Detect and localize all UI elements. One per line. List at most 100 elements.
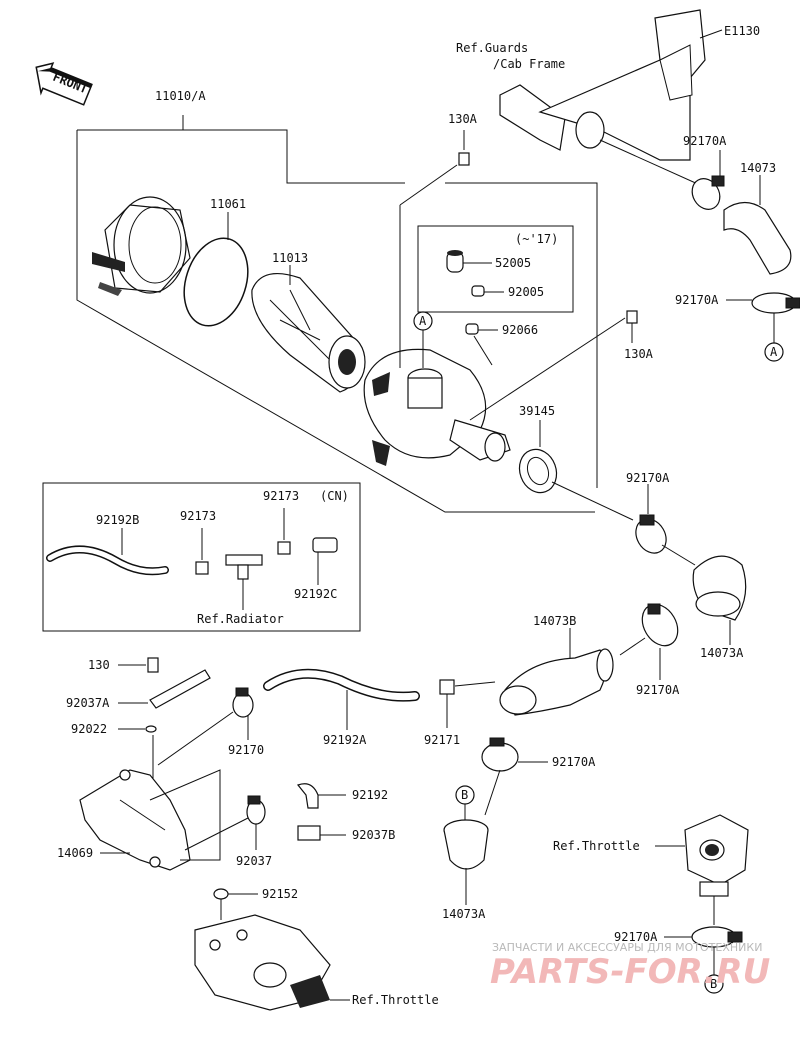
label-92037: 92037 bbox=[236, 854, 272, 868]
label-130: 130 bbox=[88, 658, 110, 672]
leader-92066-to-housing bbox=[473, 335, 493, 366]
throttle-body-bottom bbox=[194, 914, 331, 1011]
year-note: (~'17) bbox=[515, 232, 558, 246]
washer-92022 bbox=[145, 725, 157, 733]
label-14073: 14073 bbox=[740, 161, 776, 175]
leader-39145-out bbox=[551, 481, 634, 521]
clamp-92170A-5 bbox=[481, 737, 519, 772]
leader-frame-to-clamp bbox=[599, 139, 701, 186]
label-92170A-4: 92170A bbox=[636, 683, 680, 697]
hose-14073B bbox=[499, 648, 614, 716]
part-92066-shape bbox=[465, 323, 479, 335]
watermark-tagline: ЗАПЧАСТИ И АКСЕССУАРЫ ДЛЯ МОТОТЕХНИКИ bbox=[492, 941, 762, 954]
air-cleaner-housing bbox=[363, 348, 511, 466]
tee-fitting bbox=[225, 554, 263, 580]
cn-box bbox=[42, 482, 361, 632]
label-11010A: 11010/A bbox=[155, 89, 206, 103]
bolt-130A-right bbox=[626, 310, 638, 324]
leader-clamp5-down bbox=[484, 769, 501, 816]
label-92192: 92192 bbox=[352, 788, 388, 802]
leader-92037-diag bbox=[184, 817, 249, 851]
washer-92152 bbox=[213, 888, 229, 900]
label-11013: 11013 bbox=[272, 251, 308, 265]
frame-code-e1130: E1130 bbox=[724, 24, 760, 38]
label-92170A-3: 92170A bbox=[626, 471, 670, 485]
label-92171: 92171 bbox=[424, 733, 460, 747]
label-92037A: 92037A bbox=[66, 696, 110, 710]
label-92066: 92066 bbox=[502, 323, 538, 337]
bolt-130A-top bbox=[458, 152, 470, 166]
hose-14073 bbox=[723, 201, 792, 275]
air-cleaner-cap bbox=[92, 196, 191, 296]
label-92192C: 92192C bbox=[294, 587, 337, 601]
label-92173-b: 92173 bbox=[263, 489, 299, 503]
front-arrow-icon bbox=[35, 62, 93, 106]
clip-92037 bbox=[246, 795, 266, 825]
ref-throttle-right: Ref.Throttle bbox=[553, 839, 640, 853]
part-52005-shape bbox=[446, 250, 464, 273]
leader-92171-to-hose bbox=[454, 681, 496, 687]
marker-b-right bbox=[704, 974, 724, 994]
clamp-92170A-2 bbox=[751, 292, 800, 314]
label-11061: 11061 bbox=[210, 197, 246, 211]
leader-130A-right-diag bbox=[469, 317, 626, 421]
filter-element-11013 bbox=[251, 272, 366, 393]
clamp-92173-b bbox=[277, 541, 291, 555]
o-ring-11061 bbox=[183, 237, 249, 327]
watermark-brand: PARTS-FOR.RU bbox=[490, 952, 770, 992]
leader-130A-top-diag bbox=[399, 164, 458, 206]
label-14073A-bottom: 14073A bbox=[442, 907, 486, 921]
label-92005: 92005 bbox=[508, 285, 544, 299]
clamp-92170A-top bbox=[691, 175, 725, 210]
ref-throttle-bottom: Ref.Throttle bbox=[352, 993, 439, 1007]
leader-clamp4-to-hose bbox=[619, 637, 646, 656]
ref-radiator: Ref.Radiator bbox=[197, 612, 284, 626]
label-14073A-right: 14073A bbox=[700, 646, 744, 660]
marker-a-right bbox=[764, 342, 784, 362]
label-92170A-5: 92170A bbox=[552, 755, 596, 769]
hose-14073A-right bbox=[692, 555, 747, 621]
label-92037B: 92037B bbox=[352, 828, 395, 842]
label-14069: 14069 bbox=[57, 846, 93, 860]
label-92170A-2: 92170A bbox=[675, 293, 719, 307]
bolt-130 bbox=[147, 657, 159, 673]
clamp-92170A-4 bbox=[641, 603, 679, 647]
label-130A-right: 130A bbox=[624, 347, 654, 361]
leader-92170-diag bbox=[157, 711, 234, 766]
elbow-92192 bbox=[297, 783, 319, 809]
clamp-92170 bbox=[232, 687, 254, 718]
throttle-body-right bbox=[684, 814, 749, 897]
bracket-11010A-right bbox=[445, 182, 598, 488]
strap-92037A bbox=[149, 669, 211, 709]
cn-note: (CN) bbox=[320, 489, 349, 503]
label-92022: 92022 bbox=[71, 722, 107, 736]
label-92192B: 92192B bbox=[96, 513, 139, 527]
marker-a-housing-label: A bbox=[419, 314, 427, 328]
bracket-14069 bbox=[79, 769, 191, 871]
label-92170: 92170 bbox=[228, 743, 264, 757]
ref-guards-line2: /Cab Frame bbox=[493, 57, 565, 71]
year-note-box bbox=[417, 225, 574, 313]
hose-14073A-bottom bbox=[443, 819, 489, 870]
label-14073B: 14073B bbox=[533, 614, 576, 628]
leader-bracket-box bbox=[149, 769, 221, 861]
leader-e1130 bbox=[699, 29, 723, 39]
label-92173-a: 92173 bbox=[180, 509, 216, 523]
label-92170A-6: 92170A bbox=[614, 930, 658, 944]
marker-a-right-label: A bbox=[770, 345, 778, 359]
clamp-92171 bbox=[439, 679, 455, 695]
marker-b-right-label: B bbox=[710, 977, 717, 991]
part-92005-shape bbox=[471, 285, 485, 297]
label-130A-top: 130A bbox=[448, 112, 478, 126]
leader-clamp3-to-hose bbox=[661, 544, 696, 566]
bracket-11010A-left bbox=[76, 130, 595, 513]
clamp-92170A-3 bbox=[635, 514, 667, 554]
bracket-11010A-top bbox=[77, 129, 405, 184]
label-92192A: 92192A bbox=[323, 733, 367, 747]
label-52005: 52005 bbox=[495, 256, 531, 270]
label-39145: 39145 bbox=[519, 404, 555, 418]
clamp-92173-a bbox=[195, 561, 209, 575]
cab-frame-shape bbox=[499, 9, 706, 161]
